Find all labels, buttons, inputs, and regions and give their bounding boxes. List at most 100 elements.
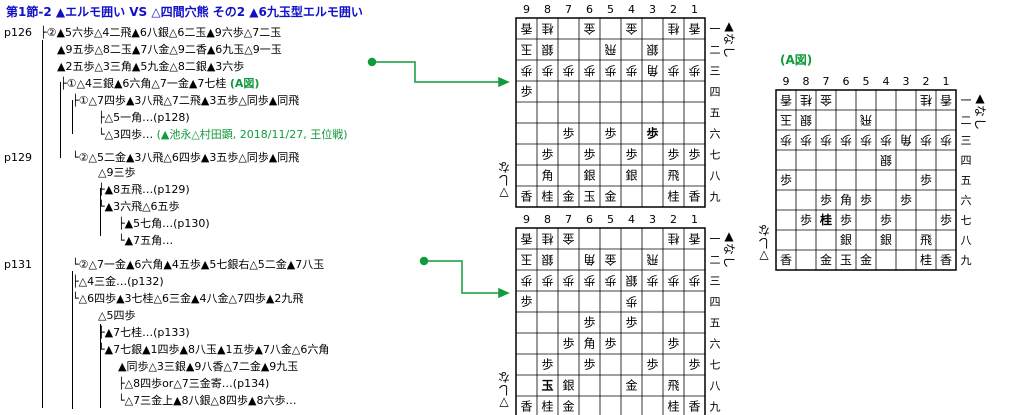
sente-piece: 歩 <box>583 147 595 162</box>
gote-piece: 香 <box>940 93 952 107</box>
sente-piece: 玉 <box>541 379 553 393</box>
sente-piece: 銀 <box>562 379 574 393</box>
board-frame <box>775 89 957 271</box>
tree-line: └②△7一金▲6六角▲4五歩▲5七銀右△5二金▲7八玉 <box>72 258 325 271</box>
file-number: 9 <box>523 3 530 16</box>
rank-number: 八 <box>710 170 721 183</box>
file-number: 1 <box>691 213 698 226</box>
tree-line-text: └△3四歩… <box>98 128 154 141</box>
gote-hand: な <box>498 160 510 174</box>
gote-piece: 香 <box>688 232 700 246</box>
sente-piece: 歩 <box>520 294 532 309</box>
gote-piece: 銀 <box>880 153 892 167</box>
tree-line: △5四歩 <box>98 309 136 322</box>
sente-piece: 金 <box>625 378 637 393</box>
rank-number: 九 <box>710 401 721 414</box>
sente-piece: 飛 <box>667 169 679 183</box>
sente-piece: 香 <box>688 190 700 204</box>
arrow-line-board1 <box>372 61 502 83</box>
rank-number: 四 <box>710 296 721 309</box>
sente-piece: 歩 <box>625 315 637 330</box>
tree-connector <box>42 40 43 408</box>
sente-piece: 金 <box>562 399 574 414</box>
file-number: 7 <box>823 75 830 88</box>
sente-piece: 歩 <box>667 336 679 351</box>
gote-piece: 歩 <box>562 64 574 79</box>
rank-number: 二 <box>710 44 721 57</box>
sente-piece: 香 <box>780 253 792 267</box>
tree-line: └▲3六飛△6五歩 <box>98 200 180 213</box>
file-number: 5 <box>863 75 870 88</box>
arrow-head-board1 <box>498 76 510 88</box>
gote-piece: 玉 <box>520 253 532 267</box>
rank-number: 一 <box>961 94 972 107</box>
gote-hand: な <box>498 370 510 384</box>
tree-line-text: ├①△4三銀▲6六角△7一金▲7七桂 <box>60 77 227 90</box>
sente-piece: 金 <box>562 189 574 204</box>
tree-line: ├▲8五飛…(p129) <box>98 183 190 196</box>
file-number: 2 <box>923 75 930 88</box>
gote-piece: 歩 <box>860 133 872 148</box>
arrow-head-board2 <box>498 287 510 299</box>
gote-piece: 歩 <box>820 133 832 148</box>
tree-line: ├△4三金…(p132) <box>72 275 164 288</box>
sente-hand: し <box>973 118 987 130</box>
gote-piece: 桂 <box>667 22 679 37</box>
file-number: 6 <box>586 213 593 226</box>
file-number: 5 <box>607 3 614 16</box>
gote-piece: 玉 <box>780 113 792 127</box>
sente-piece: 銀 <box>625 169 637 183</box>
tree-line: ├②▲5六歩△4二飛▲6八銀△6二玉▲9六歩△7二玉 <box>40 26 282 39</box>
gote-piece: 歩 <box>583 274 595 289</box>
sente-piece: 銀 <box>880 233 892 247</box>
tree-line: ├△5一角…(p128) <box>98 111 190 124</box>
tree-line: └▲7五角… <box>118 234 174 247</box>
file-number: 7 <box>565 213 572 226</box>
gote-piece: 歩 <box>688 274 700 289</box>
gote-piece: 角 <box>900 133 912 147</box>
sente-hand: ▲ <box>724 19 734 33</box>
sente-piece: 歩 <box>688 357 700 372</box>
gote-hand: ▽ <box>499 186 509 200</box>
sente-piece: 歩 <box>880 212 892 227</box>
rank-number: 七 <box>710 149 721 162</box>
gote-piece: 歩 <box>604 274 616 289</box>
file-number: 9 <box>783 75 790 88</box>
sente-piece: 角 <box>541 169 553 183</box>
tree-line: └②△5二金▲3八飛△6四歩▲3五歩△同歩▲同飛 <box>72 151 300 164</box>
file-number: 4 <box>628 213 635 226</box>
sente-piece: 桂 <box>667 189 679 204</box>
gote-piece: 歩 <box>667 64 679 79</box>
page-ref-p131: p131 <box>4 258 32 271</box>
rank-number: 四 <box>961 154 972 167</box>
gote-piece: 銀 <box>625 274 637 288</box>
gote-piece: 歩 <box>800 133 812 148</box>
tree-connector <box>100 188 101 236</box>
file-number: 8 <box>544 213 551 226</box>
file-number: 6 <box>586 3 593 16</box>
sente-piece: 金 <box>820 252 832 267</box>
rank-number: 五 <box>710 107 721 120</box>
gote-piece: 香 <box>520 232 532 246</box>
sente-piece: 角 <box>840 193 852 207</box>
gote-piece: 銀 <box>800 113 812 127</box>
file-number: 6 <box>843 75 850 88</box>
sente-hand: な <box>722 243 736 255</box>
sente-piece: 歩 <box>920 172 932 187</box>
tree-line: └▲7七銀▲1四歩▲8八玉▲1五歩▲7八金△6六角 <box>98 343 330 356</box>
sente-piece: 歩 <box>646 126 658 141</box>
sente-piece: 歩 <box>520 84 532 99</box>
file-number: 2 <box>670 213 677 226</box>
gote-piece: 金 <box>583 22 595 37</box>
sente-piece: 歩 <box>840 212 852 227</box>
board-frame <box>515 227 706 415</box>
gote-piece: 銀 <box>646 43 658 57</box>
file-number: 8 <box>544 3 551 16</box>
sente-piece: 歩 <box>900 192 912 207</box>
sente-piece: 歩 <box>604 126 616 141</box>
sente-piece: 歩 <box>562 336 574 351</box>
gote-piece: 角 <box>646 64 658 78</box>
file-number: 4 <box>883 75 890 88</box>
gote-piece: 飛 <box>604 43 616 57</box>
gote-hand: し <box>758 236 770 250</box>
